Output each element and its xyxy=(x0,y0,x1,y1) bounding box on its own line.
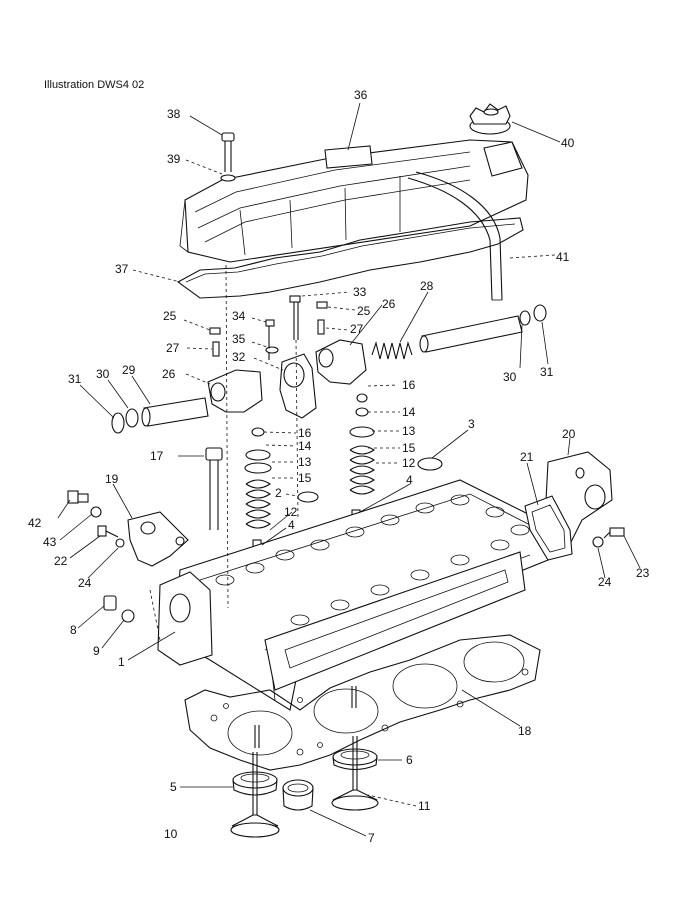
lifting-bracket-front xyxy=(127,511,189,567)
callout-7: 7 xyxy=(368,831,375,845)
callout-6: 6 xyxy=(406,753,413,767)
callout-27-right: 27 xyxy=(350,322,364,336)
illustration-caption: Illustration DWS4 02 xyxy=(44,79,145,91)
callout-5: 5 xyxy=(170,780,177,794)
breather-hose xyxy=(407,171,503,301)
callout-30-left: 30 xyxy=(96,367,110,381)
callout-28: 28 xyxy=(420,279,434,293)
callout-34: 34 xyxy=(232,309,246,323)
callout-16-left: 16 xyxy=(298,426,312,440)
valve-insert-5 xyxy=(232,771,278,796)
callout-8: 8 xyxy=(70,623,77,637)
valve-stem-seal xyxy=(417,457,443,471)
callout-9: 9 xyxy=(93,644,100,658)
callout-33: 33 xyxy=(353,285,367,299)
callout-38: 38 xyxy=(167,107,181,121)
callout-4-left: 4 xyxy=(288,518,295,532)
callout-10: 10 xyxy=(164,827,178,841)
callout-18: 18 xyxy=(518,724,532,738)
callout-19: 19 xyxy=(105,472,119,486)
callout-2: 2 xyxy=(275,486,282,500)
lifting-bracket-rear xyxy=(524,451,625,561)
cylinder-head xyxy=(149,479,549,711)
callout-11: 11 xyxy=(418,799,431,813)
callout-31-left: 31 xyxy=(68,372,82,386)
rocker-shaft-assembly xyxy=(111,295,547,434)
valve-insert-6 xyxy=(332,748,378,771)
cover-bolt xyxy=(220,132,236,182)
callout-13-right: 13 xyxy=(402,424,416,438)
callout-32: 32 xyxy=(232,350,246,364)
callout-16-right: 16 xyxy=(402,378,416,392)
valve-spring-left xyxy=(244,427,272,529)
callout-29: 29 xyxy=(122,363,136,377)
callout-26-left: 26 xyxy=(162,367,176,381)
callout-21: 21 xyxy=(520,450,534,464)
callout-15-left: 15 xyxy=(298,471,312,485)
fittings-left xyxy=(67,490,135,623)
callout-24-left: 24 xyxy=(78,576,92,590)
cylinder-head-gasket xyxy=(184,634,541,771)
callout-17: 17 xyxy=(150,449,164,463)
exhaust-valve xyxy=(331,736,379,811)
callout-24-right: 24 xyxy=(598,575,612,589)
callout-26-right: 26 xyxy=(382,297,396,311)
valve-spring-right xyxy=(349,393,375,495)
callout-20: 20 xyxy=(562,427,576,441)
leader-lines xyxy=(57,102,641,837)
valve-stem-seal xyxy=(297,491,319,503)
callout-labels: 38 36 40 39 37 41 33 25 25 34 26 27 28 3… xyxy=(28,88,650,845)
callout-40: 40 xyxy=(561,136,575,150)
callout-12-right: 12 xyxy=(402,456,416,470)
callout-14-right: 14 xyxy=(402,405,416,419)
core-plug xyxy=(282,779,314,811)
callout-13-left: 13 xyxy=(298,455,312,469)
callout-25-left: 25 xyxy=(163,309,177,323)
oil-filler-cap xyxy=(469,103,511,135)
callout-22: 22 xyxy=(54,554,68,568)
callout-43: 43 xyxy=(43,535,57,549)
callout-3: 3 xyxy=(468,417,475,431)
callout-35: 35 xyxy=(232,332,246,346)
callout-36: 36 xyxy=(354,88,368,102)
callout-14-left: 14 xyxy=(298,439,312,453)
callout-1: 1 xyxy=(118,655,125,669)
callout-30-right: 30 xyxy=(503,370,517,384)
callout-39: 39 xyxy=(167,152,181,166)
rocker-cover xyxy=(179,139,529,263)
callout-41: 41 xyxy=(556,250,570,264)
inlet-valve xyxy=(230,752,280,838)
callout-23: 23 xyxy=(636,566,650,580)
callout-37: 37 xyxy=(115,262,129,276)
callout-31-right: 31 xyxy=(540,365,554,379)
callout-4-right: 4 xyxy=(406,473,413,487)
callout-15-right: 15 xyxy=(402,441,416,455)
callout-25-right: 25 xyxy=(357,304,371,318)
callout-27-left: 27 xyxy=(166,341,180,355)
callout-12-left: 12 xyxy=(284,505,298,519)
rocker-cover-gasket xyxy=(176,217,524,299)
cylinder-head-bolt xyxy=(205,447,223,530)
callout-42: 42 xyxy=(28,516,42,530)
